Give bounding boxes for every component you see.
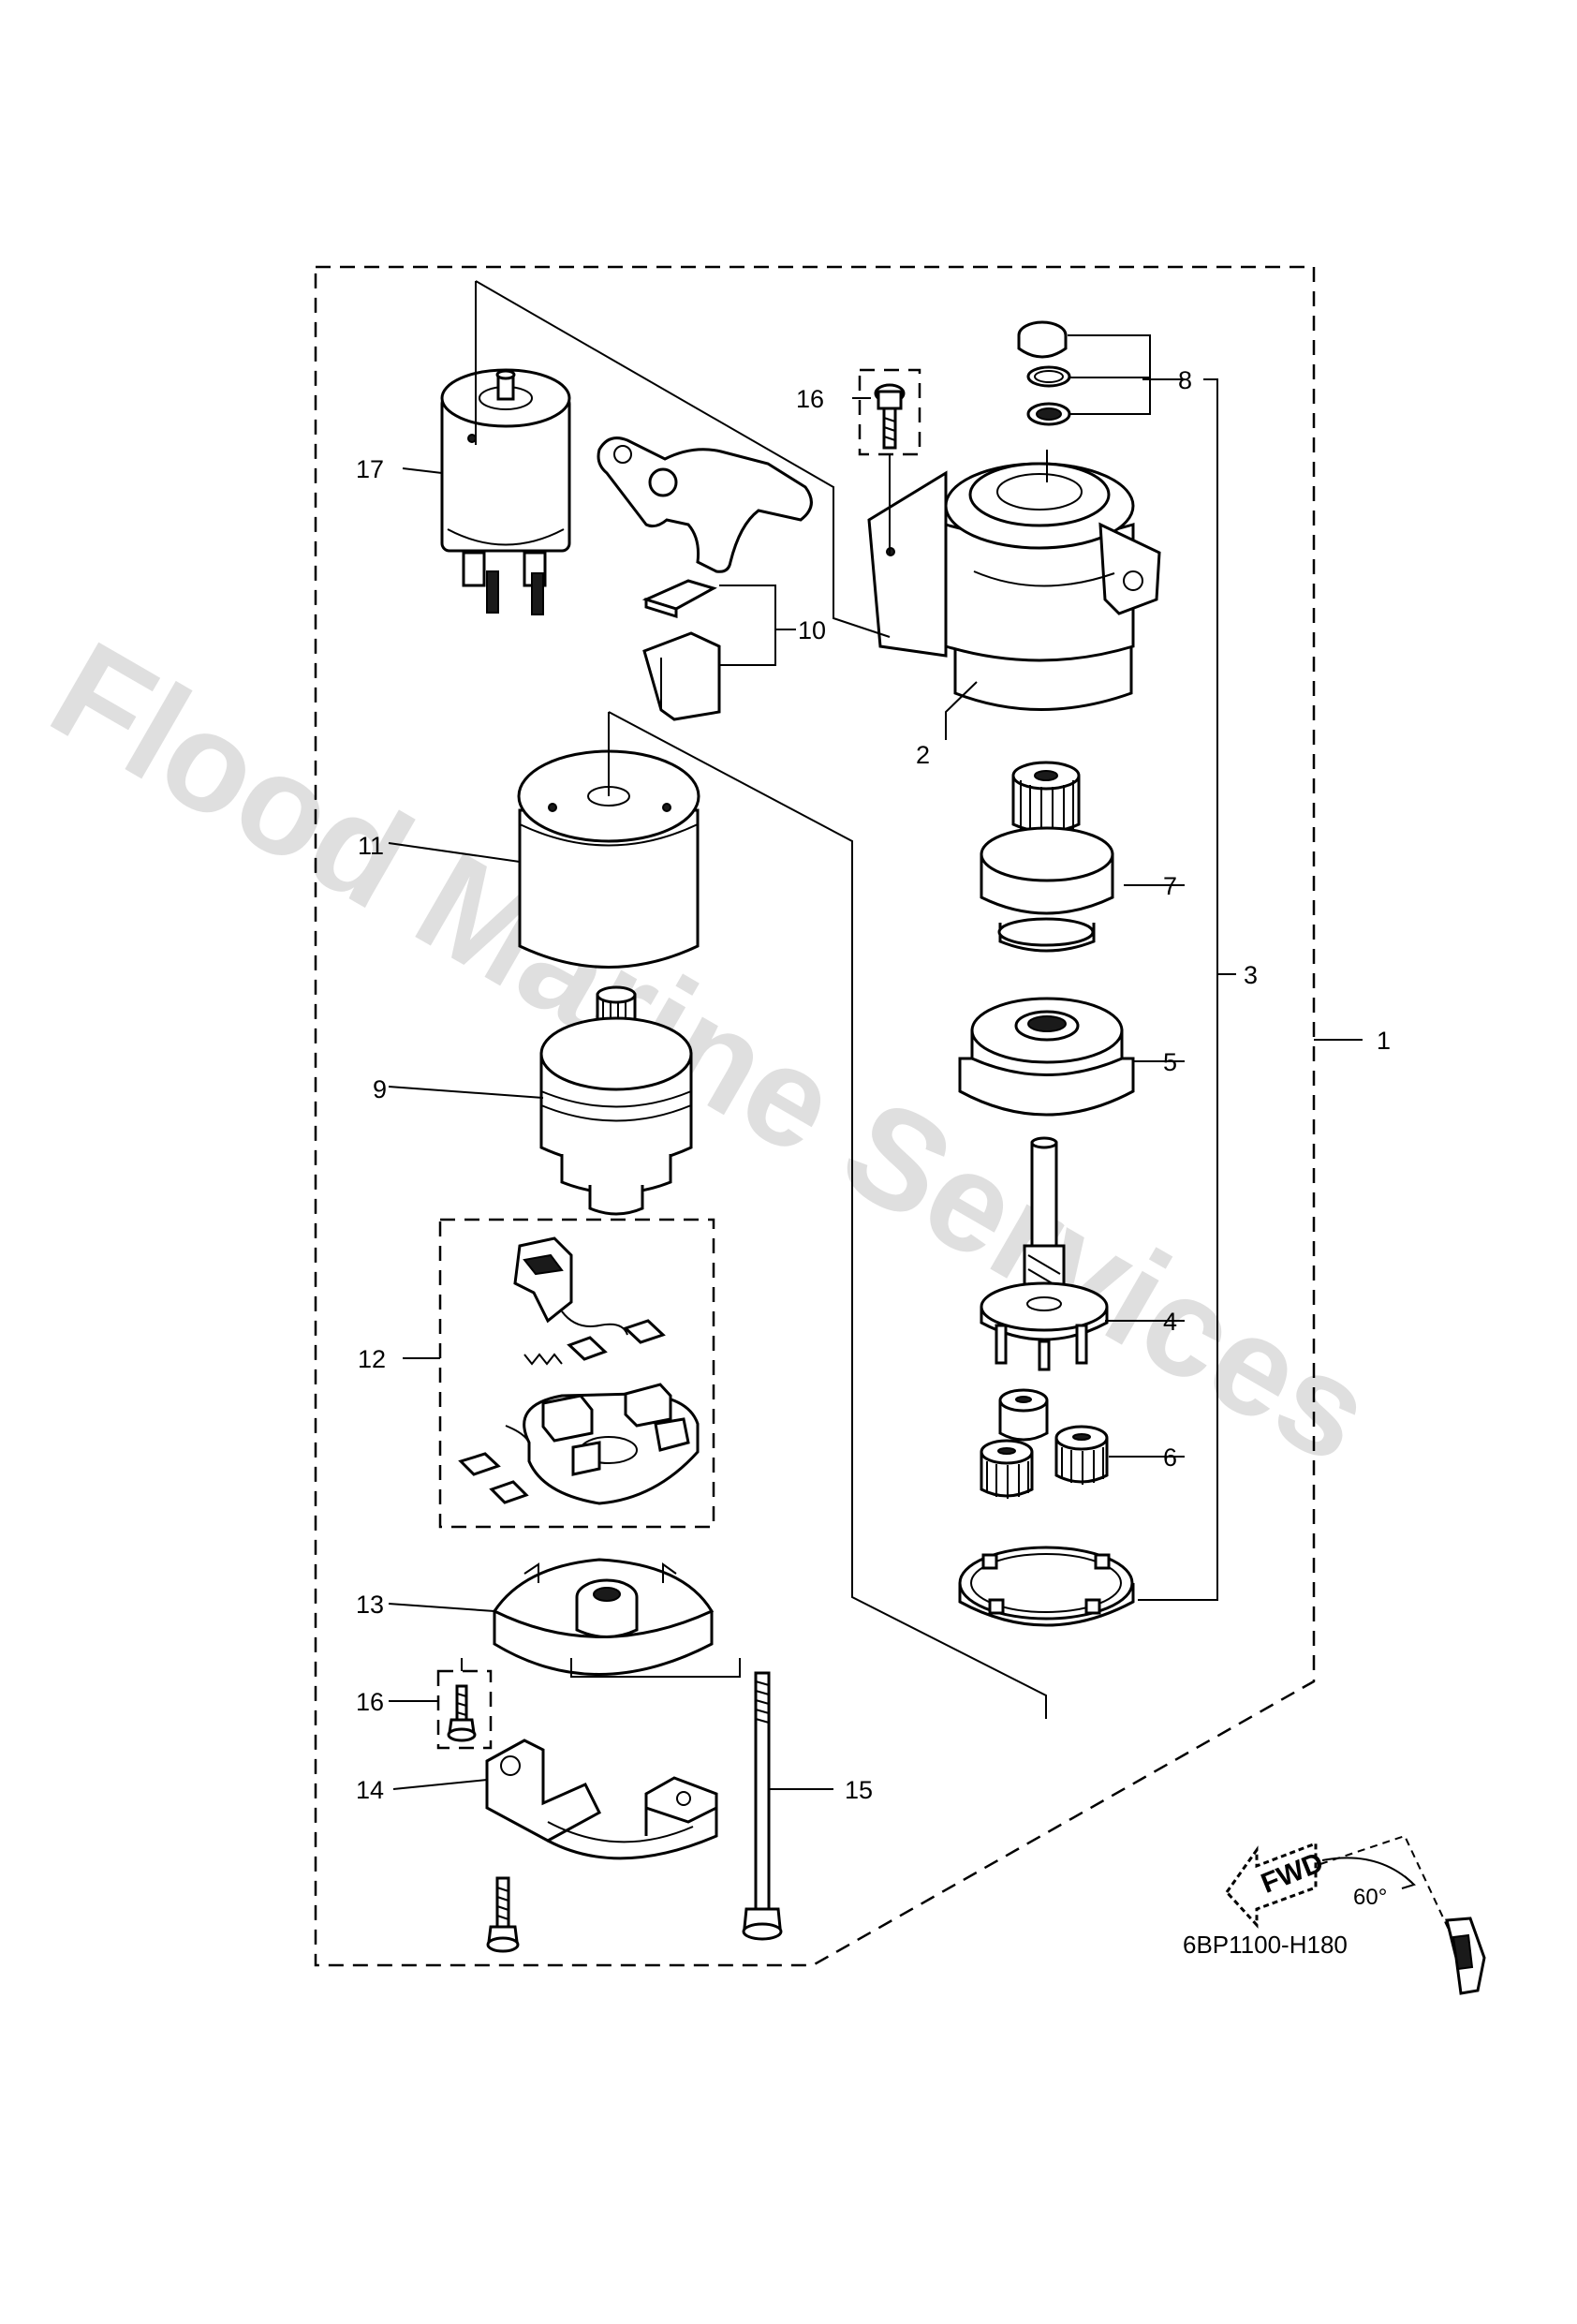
callout-2: 2 [916, 741, 930, 769]
part-15-through-bolt [742, 1671, 783, 1941]
callout-7: 7 [1163, 872, 1177, 900]
angle-label: 60° [1353, 1885, 1387, 1910]
part-6-planetary-gears [980, 1388, 1109, 1499]
assembly-leader-lines [461, 280, 1048, 1719]
callout-13: 13 [356, 1591, 384, 1619]
part-17-solenoid [440, 368, 571, 615]
callout-6: 6 [1163, 1443, 1177, 1472]
part-11-yoke [517, 749, 700, 969]
callout-12: 12 [358, 1345, 386, 1373]
callout-3: 3 [1244, 961, 1258, 989]
watermark: Flood Marine Services [27, 611, 1397, 1493]
callout-4: 4 [1163, 1308, 1177, 1336]
watermark-text: Flood Marine Services [27, 611, 1397, 1493]
part-10-shift-lever-assembly [597, 437, 813, 721]
part-16-screw-top [858, 368, 921, 456]
callout-17: 17 [356, 455, 384, 483]
part-5-gear-housing [958, 997, 1135, 1117]
part-12-brush-holder-set [438, 1218, 715, 1529]
fwd-orientation-indicator: FWD 60° [1225, 1834, 1486, 1995]
callout-labels: 1 2 3 4 5 6 7 8 9 10 11 12 13 14 15 16 1… [356, 366, 1391, 1804]
callout-leaders [388, 334, 1363, 1790]
part-8-cap-and-washers [1017, 320, 1071, 426]
callout-1: 1 [1377, 1027, 1391, 1055]
part-7-pinion-clutch [980, 761, 1114, 953]
part-9-armature [539, 985, 693, 1216]
callout-14: 14 [356, 1776, 384, 1804]
callout-16-middle: 16 [356, 1688, 384, 1716]
callout-9: 9 [373, 1075, 387, 1103]
callout-5: 5 [1163, 1048, 1177, 1076]
callout-15: 15 [845, 1776, 873, 1804]
part-16-screw-middle [436, 1669, 493, 1750]
bottom-screw [486, 1876, 520, 1953]
part-3-internal-gear-ring [958, 1546, 1135, 1627]
part-13-rear-end-frame [492, 1558, 715, 1676]
part-14-rear-cover [485, 1739, 718, 1860]
part-4-planetary-shaft [980, 1136, 1109, 1371]
callout-10: 10 [798, 616, 826, 644]
part-code-label: 6BP1100-H180 [1183, 1931, 1348, 1959]
assembly-boundary [314, 265, 1316, 1967]
callout-16-top: 16 [796, 385, 824, 413]
fwd-arrow-icon [1225, 1841, 1318, 1929]
callout-11: 11 [358, 832, 384, 860]
outboard-motor-icon [1445, 1917, 1486, 1995]
part-2-front-housing [867, 462, 1161, 711]
callout-8: 8 [1178, 366, 1192, 394]
